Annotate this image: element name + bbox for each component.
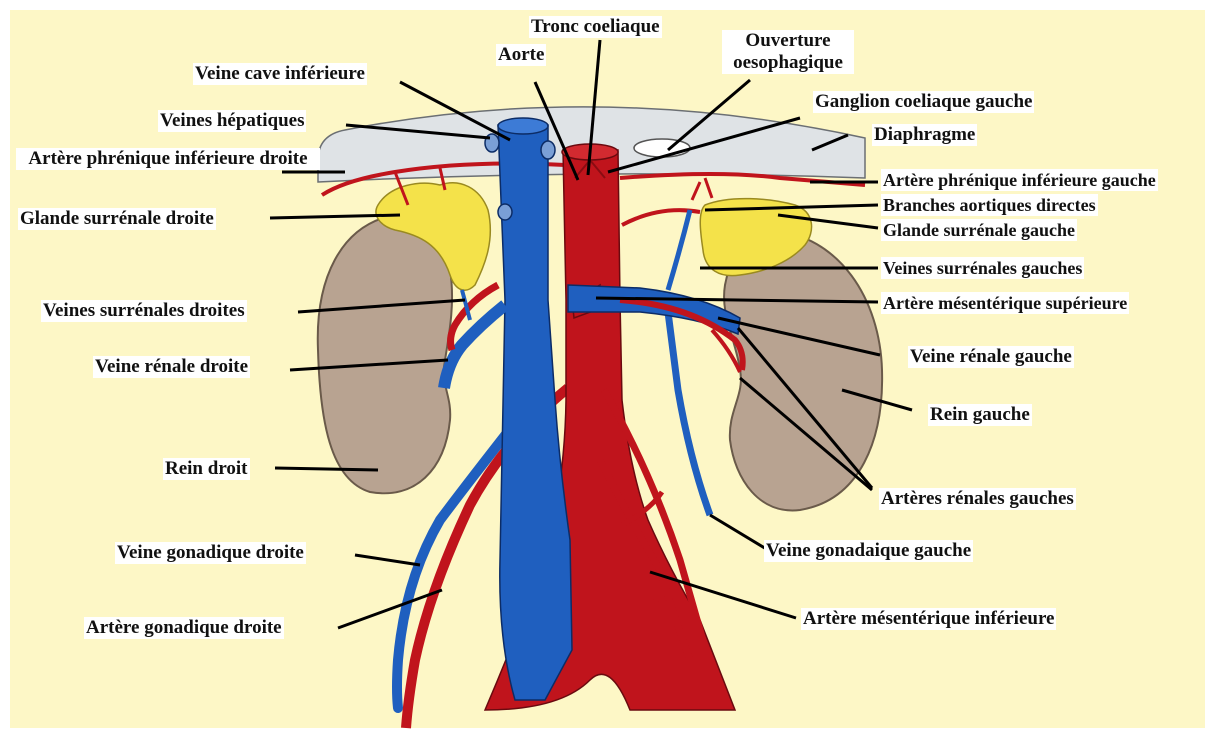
hepatic-vein-opening-left bbox=[541, 141, 555, 159]
label-rein-gauche: Rein gauche bbox=[928, 404, 1032, 426]
label-ouverture-oesophagique: Ouverture oesophagique bbox=[722, 30, 854, 74]
label-ganglion-coeliaque-gauche: Ganglion coeliaque gauche bbox=[813, 91, 1034, 113]
label-veines-hepatiques: Veines hépatiques bbox=[158, 110, 306, 132]
label-veines-surrenales-droites: Veines surrénales droites bbox=[41, 300, 247, 322]
label-veine-renale-droite: Veine rénale droite bbox=[93, 356, 250, 378]
label-veine-gonadique-droite: Veine gonadique droite bbox=[115, 542, 306, 564]
label-veines-surrenales-gauches: Veines surrénales gauches bbox=[881, 257, 1084, 279]
label-diaphragme: Diaphragme bbox=[872, 124, 977, 146]
label-artere-gonadique-droite: Artère gonadique droite bbox=[84, 617, 284, 639]
right-kidney bbox=[318, 215, 452, 494]
label-veine-gonadaique-gauche: Veine gonadaique gauche bbox=[764, 540, 973, 562]
label-branches-aortiques-directes: Branches aortiques directes bbox=[881, 194, 1098, 216]
leader-rein-droit bbox=[275, 468, 378, 470]
label-veine-renale-gauche: Veine rénale gauche bbox=[908, 346, 1074, 368]
vena-cava-top bbox=[498, 118, 548, 134]
label-tronc-coeliaque: Tronc coeliaque bbox=[529, 16, 662, 38]
right-adrenal-vein-opening bbox=[498, 204, 512, 220]
label-artere-mesenterique-inferieure: Artère mésentérique inférieure bbox=[801, 608, 1056, 630]
label-rein-droit: Rein droit bbox=[163, 458, 250, 480]
label-glande-surrenale-droite: Glande surrénale droite bbox=[18, 208, 216, 230]
label-arteres-renales-gauches: Artères rénales gauches bbox=[879, 488, 1076, 510]
label-artere-phrenique-inferieure-droite: Artère phrénique inférieure droite bbox=[16, 148, 320, 170]
label-glande-surrenale-gauche: Glande surrénale gauche bbox=[881, 219, 1077, 241]
label-artere-mesenterique-superieure: Artère mésentérique supérieure bbox=[881, 292, 1129, 314]
label-aorte: Aorte bbox=[496, 44, 546, 66]
oesophageal-opening bbox=[634, 139, 690, 157]
label-veine-cave-inferieure: Veine cave inférieure bbox=[193, 63, 367, 85]
label-artere-phrenique-inferieure-gauche: Artère phrénique inférieure gauche bbox=[881, 169, 1158, 191]
